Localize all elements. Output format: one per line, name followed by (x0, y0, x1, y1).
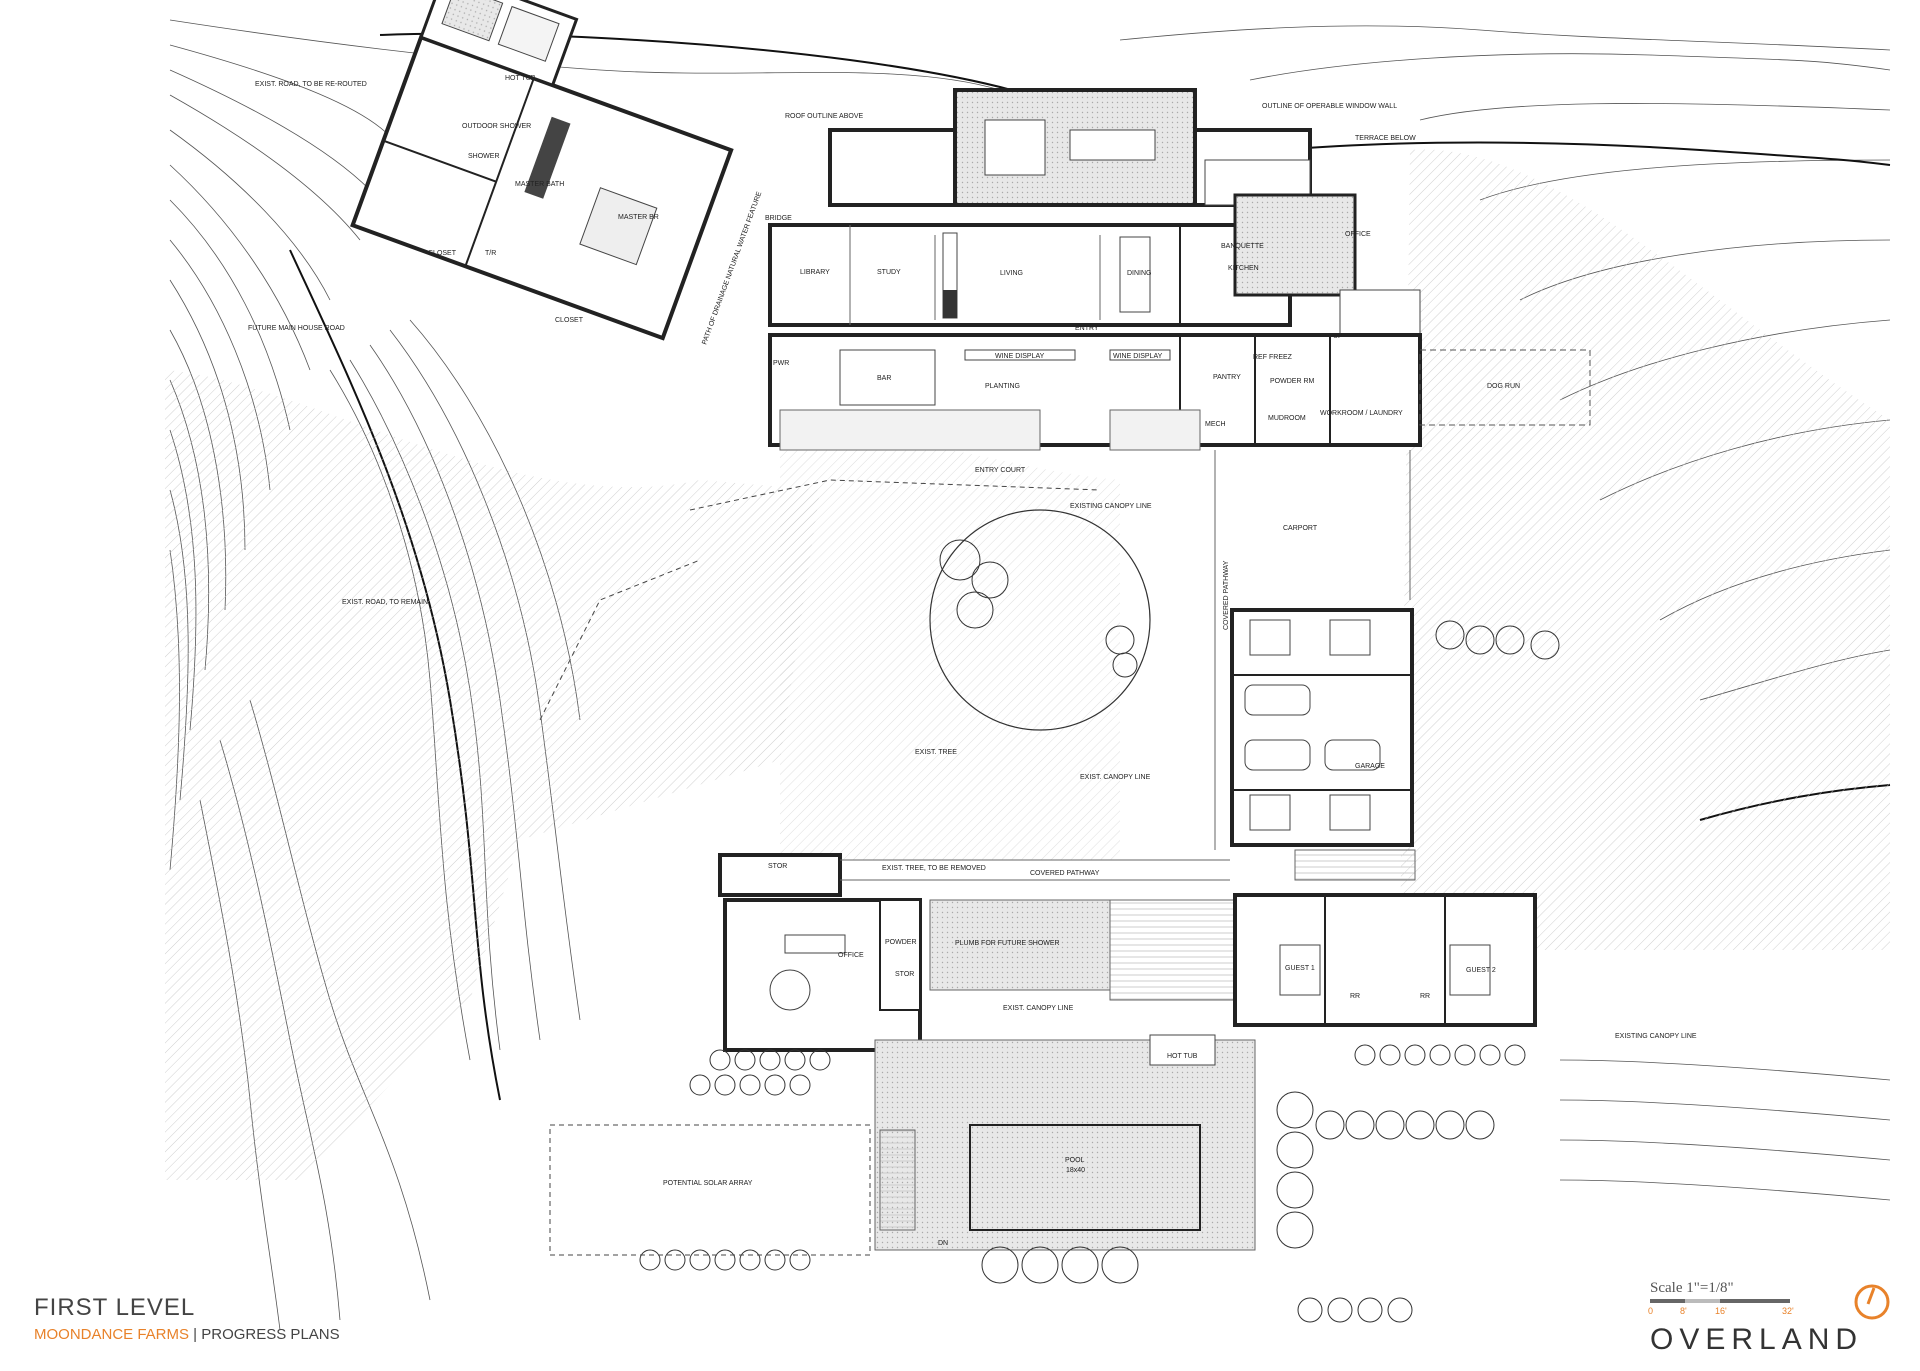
scale-tick-32: 32' (1782, 1306, 1794, 1316)
label-stor-2: STOR (895, 971, 914, 978)
label-closet-1: CLOSET (428, 250, 457, 257)
dashed-outlines (539, 479, 1101, 1256)
label-kitchen: KITCHEN (1228, 265, 1259, 272)
trees (639, 509, 1560, 1323)
label-mudroom: MUDROOM (1268, 415, 1306, 422)
label-exist-tree-removed: EXIST. TREE, TO BE REMOVED (882, 865, 986, 872)
label-library: LIBRARY (800, 269, 830, 276)
label-existing-canopy-right: EXISTING CANOPY LINE (1615, 1033, 1697, 1040)
scale-bar (1650, 1299, 1790, 1303)
label-hot-tub: HOT TUB (505, 75, 536, 82)
plan-status: PROGRESS PLANS (201, 1326, 340, 1343)
label-bar: BAR (877, 375, 891, 382)
label-carport: CARPORT (1283, 525, 1318, 532)
label-guest-2: GUEST 2 (1466, 967, 1496, 974)
label-banquette: BANQUETTE (1221, 243, 1264, 250)
label-exist-road-remain: EXIST. ROAD, TO REMAIN (342, 599, 428, 606)
label-hot-tub-bottom: HOT TUB (1167, 1053, 1198, 1060)
drawing-title: FIRST LEVEL (34, 1294, 196, 1321)
label-covered-pathway-v: COVERED PATHWAY (1223, 560, 1230, 630)
label-pantry: PANTRY (1213, 374, 1241, 381)
label-exist-canopy-line: EXIST. CANOPY LINE (1080, 774, 1151, 781)
project-name: MOONDANCE FARMS (34, 1326, 190, 1343)
label-rr-2: RR (1420, 993, 1430, 1000)
label-exist-canopy-line-2: EXIST. CANOPY LINE (1003, 1005, 1074, 1012)
label-wine-display-2: WINE DISPLAY (1113, 353, 1163, 360)
label-powder: POWDER (885, 939, 917, 946)
label-plumb-shower: PLUMB FOR FUTURE SHOWER (955, 940, 1060, 947)
lower-wing (718, 849, 1537, 1052)
label-existing-canopy: EXISTING CANOPY LINE (1070, 503, 1152, 510)
label-dining: DINING (1127, 270, 1152, 277)
label-drainage: PATH OF DRAINAGE NATURAL WATER FEATURE (701, 191, 763, 346)
pool-deck (874, 1034, 1256, 1251)
master-suite (350, 0, 734, 341)
project-subtitle: MOONDANCE FARMS | PROGRESS PLANS (34, 1326, 340, 1343)
label-covered-pathway-h: COVERED PATHWAY (1030, 870, 1100, 877)
label-terrace-below: TERRACE BELOW (1355, 135, 1416, 142)
label-mech: MECH (1205, 421, 1226, 428)
label-roof-outline: ROOF OUTLINE ABOVE (785, 113, 864, 120)
label-up: UP (1333, 333, 1343, 340)
label-pool: POOL (1065, 1157, 1085, 1164)
label-living: LIVING (1000, 270, 1023, 277)
label-entry: ENTRY (1075, 325, 1099, 332)
label-dn: DN (938, 1240, 948, 1247)
label-office-bottom: OFFICE (838, 952, 864, 959)
subtitle-separator: | (189, 1326, 202, 1343)
label-closet-2: CLOSET (555, 317, 584, 324)
garage (1214, 450, 1414, 850)
label-bridge: BRIDGE (765, 215, 792, 222)
label-office-top: OFFICE (1345, 231, 1371, 238)
scale-label: Scale 1"=1/8" (1650, 1280, 1734, 1296)
label-future-road: FUTURE MAIN HOUSE ROAD (248, 325, 345, 332)
label-dog-run: DOG RUN (1487, 383, 1520, 390)
label-rr-1: RR (1350, 993, 1360, 1000)
label-exist-tree: EXIST. TREE (915, 749, 957, 756)
label-stor-1: STOR (768, 863, 787, 870)
overland-logo-text: OVERLAND (1650, 1323, 1863, 1354)
label-exist-road-rerouted: EXIST. ROAD, TO BE RE-ROUTED (255, 81, 367, 88)
scale-tick-16: 16' (1715, 1306, 1727, 1316)
label-tr: T/R (485, 250, 496, 257)
label-powder-rm: POWDER RM (1270, 378, 1315, 385)
label-wine-display-1: WINE DISPLAY (995, 353, 1045, 360)
scale-tick-8: 8' (1680, 1306, 1687, 1316)
label-ref: REF (1253, 354, 1267, 361)
label-entry-court: ENTRY COURT (975, 467, 1026, 474)
label-shower: SHOWER (468, 153, 500, 160)
label-planting: PLANTING (985, 383, 1020, 390)
label-study: STUDY (877, 269, 901, 276)
main-house (768, 88, 1591, 451)
label-pwr: PWR (773, 360, 789, 367)
label-garage: GARAGE (1355, 763, 1385, 770)
label-master-br: MASTER BR (618, 214, 659, 221)
label-solar-array: POTENTIAL SOLAR ARRAY (663, 1180, 753, 1187)
label-outdoor-shower: OUTDOOR SHOWER (462, 123, 531, 130)
label-master-bath: MASTER BATH (515, 181, 564, 188)
title-block: FIRST LEVEL MOONDANCE FARMS | PROGRESS P… (34, 1294, 340, 1343)
label-outline-window: OUTLINE OF OPERABLE WINDOW WALL (1262, 103, 1397, 110)
scale-tick-0: 0 (1648, 1306, 1653, 1316)
label-freez: FREEZ (1269, 354, 1293, 361)
label-pool-size: 18x40 (1066, 1167, 1085, 1174)
scale-and-logo: Scale 1"=1/8" 0 8' 16' 32' OVERLAND (1648, 1280, 1890, 1354)
label-guest-1: GUEST 1 (1285, 965, 1315, 972)
overland-logo-mark (1854, 1284, 1890, 1320)
label-workroom: WORKROOM / LAUNDRY (1320, 410, 1403, 417)
